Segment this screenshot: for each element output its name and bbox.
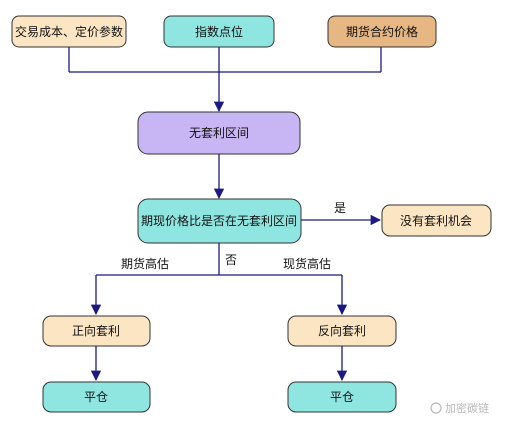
label-futures-overvalued: 期货高估 [121,256,169,271]
node-cost-params: 交易成本、定价参数 [11,15,127,48]
node-close-position-left: 平仓 [42,381,151,413]
node-futures-price-label: 期货合约价格 [346,24,418,39]
watermark-logo-icon [430,402,442,414]
label-spot-overvalued: 现货高估 [283,256,331,271]
node-no-arbitrage-band: 无套利区间 [137,111,301,155]
node-index-level: 指数点位 [163,15,275,48]
node-close-position-right: 平仓 [287,381,397,413]
node-no-opportunity: 没有套利机会 [381,204,492,237]
node-no-arbitrage-band-label: 无套利区间 [189,126,249,140]
node-decision: 期现价格比是否在无套利区间 [137,198,302,244]
node-index-level-label: 指数点位 [195,24,243,39]
label-no: 否 [225,253,237,267]
watermark: 加密碳链 [430,401,489,415]
node-no-opportunity-label: 没有套利机会 [400,213,472,228]
label-yes: 是 [334,201,346,215]
node-close-position-left-label: 平仓 [84,390,108,404]
node-decision-label: 期现价格比是否在无套利区间 [141,213,297,228]
node-reverse-arbitrage-label: 反向套利 [318,323,366,338]
node-forward-arbitrage: 正向套利 [42,315,151,347]
node-close-position-right-label: 平仓 [330,390,354,404]
node-futures-price: 期货合约价格 [327,15,437,48]
node-forward-arbitrage-label: 正向套利 [72,323,120,338]
node-reverse-arbitrage: 反向套利 [287,315,397,347]
connectors [68,47,382,382]
watermark-text: 加密碳链 [445,401,489,415]
node-cost-params-label: 交易成本、定价参数 [15,24,123,39]
